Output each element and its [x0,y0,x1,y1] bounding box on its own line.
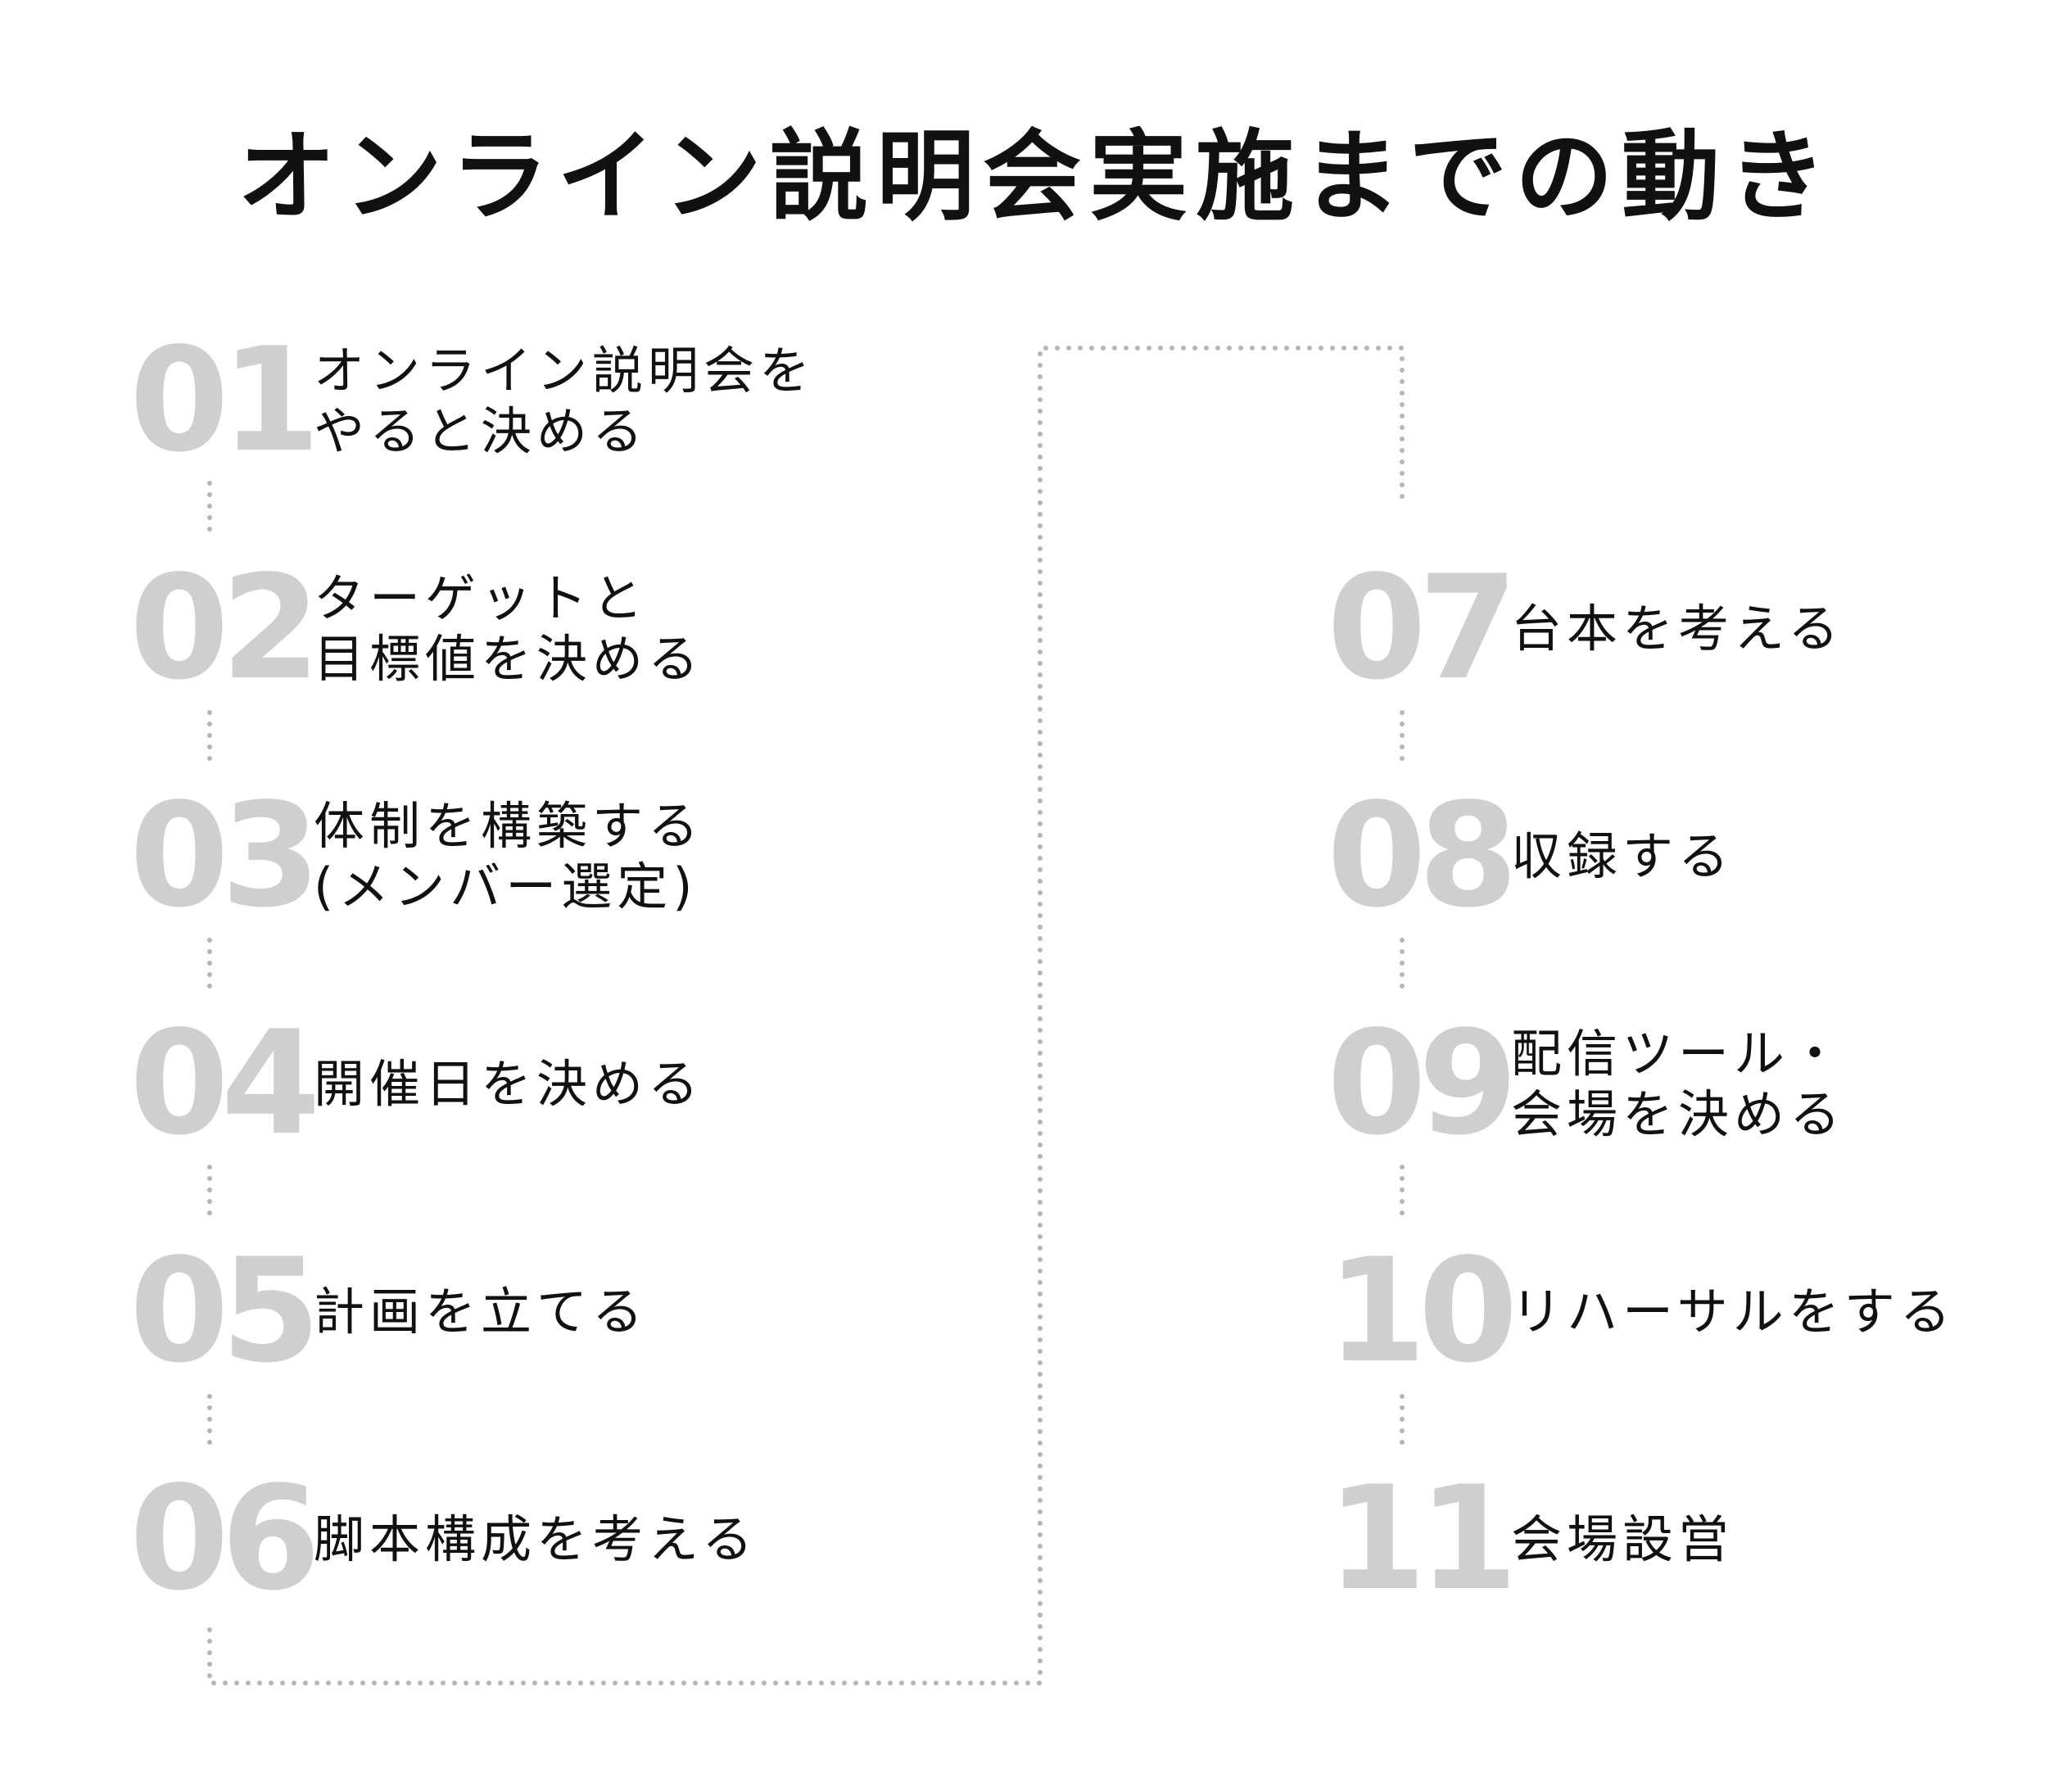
step-label-line: リハーサルをする [1511,1282,1956,1341]
step-label-line: (メンバー選定) [314,857,698,916]
step-label: ターゲットと目標値を決める [314,547,703,711]
step-label: 収録する [1511,775,1734,939]
step-label-line: オンライン説明会を [314,341,816,400]
step-label-line: 会場設営 [1511,1509,1735,1569]
step-number: 06 [129,1456,321,1622]
step-number: 03 [129,773,321,939]
step-number: 11 [1327,1456,1518,1622]
step-label-line: 会場を決める [1511,1084,1846,1144]
step-number: 10 [1327,1228,1518,1395]
step-number: 08 [1327,773,1518,939]
step-label-line: 体制を構築する [314,796,704,856]
step-label-line: 目標値を決める [314,629,704,689]
page-title: オンライン説明会実施までの動き [238,120,1834,234]
step-label: 配信ツール・会場を決める [1511,1002,1845,1166]
step-label: 脚本構成を考える [314,1458,758,1622]
step-label: リハーサルをする [1511,1230,1956,1394]
step-label-line: 脚本構成を考える [314,1509,758,1569]
step-number: 07 [1327,545,1518,712]
step-number: 02 [129,545,321,712]
step-label-line: 配信ツール・ [1511,1024,1846,1084]
step-label-line: やると決める [314,401,649,461]
step-number: 04 [129,1001,321,1167]
step-label-line: 収録する [1511,826,1735,886]
step-label: 開催日を決める [314,1002,703,1166]
step-label: オンライン説明会をやると決める [314,319,815,483]
step-label: 会場設営 [1511,1458,1734,1622]
step-number: 01 [129,318,321,484]
step-label-line: 開催日を決める [314,1054,704,1114]
step-label-line: ターゲットと [314,568,649,628]
step-label: 体制を構築する(メンバー選定) [314,775,703,939]
step-label-line: 台本を考える [1511,599,1844,658]
step-label: 台本を考える [1511,547,1844,711]
step-label-line: 計画を立てる [314,1282,649,1341]
step-number: 09 [1327,1001,1518,1167]
step-number: 05 [129,1228,321,1395]
step-label: 計画を立てる [314,1230,648,1394]
connector-06-07 [207,346,1405,1685]
